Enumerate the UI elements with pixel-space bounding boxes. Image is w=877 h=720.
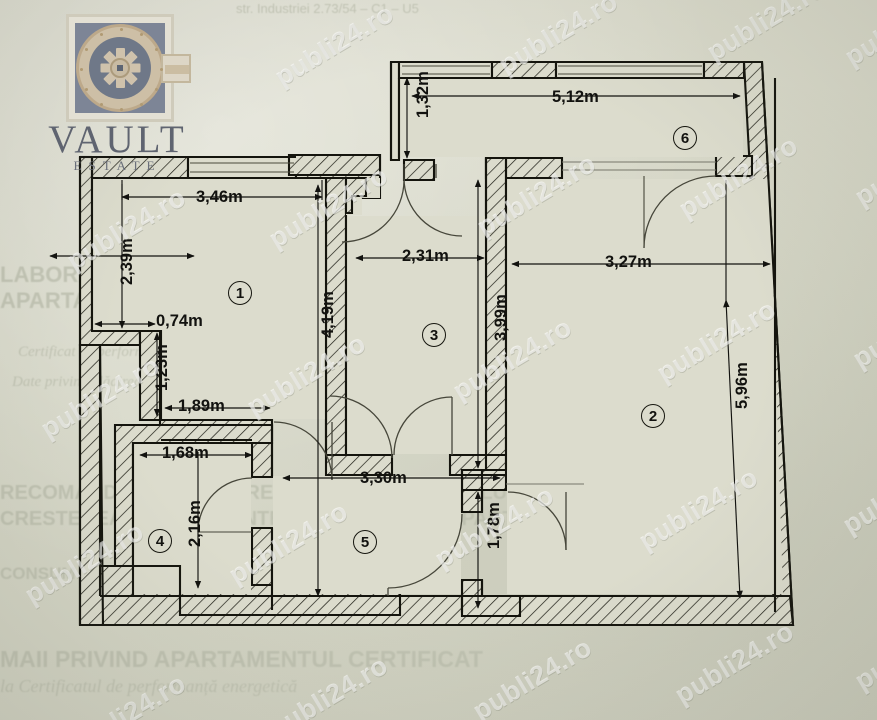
vault-rivet-icon [85, 88, 89, 91]
room-number-1: 1 [228, 281, 252, 305]
vault-rivet-icon [120, 28, 123, 31]
vault-rivet-icon [80, 68, 83, 71]
room-number-4: 4 [148, 529, 172, 553]
room-number-2: 2 [641, 404, 665, 428]
room-number-3: 3 [422, 323, 446, 347]
dimension-label: 1,89m [178, 397, 225, 415]
vault-rivet-icon [100, 102, 103, 106]
vault-rivet-icon [140, 102, 143, 106]
dimension-label: 2,39m [118, 238, 136, 285]
vault-rivet-icon [154, 48, 158, 51]
dimension-lines [49, 77, 771, 609]
dimension-label: 1,32m [414, 71, 432, 118]
dimension-label: 0,74m [156, 312, 203, 330]
vault-rivet-icon [140, 33, 143, 37]
window-openings [190, 65, 702, 173]
dimension-label: 2,31m [402, 247, 449, 265]
vault-handle-icon [161, 54, 191, 83]
vault-rivet-icon [85, 48, 89, 51]
logo-wordmark: VAULT [48, 118, 187, 161]
vault-rivet-icon [120, 108, 123, 111]
logo-tagline: ESTATE [73, 158, 162, 173]
dimension-label: 5,12m [552, 88, 599, 106]
dimension-label: 1,78m [485, 502, 503, 549]
room-number-5: 5 [353, 530, 377, 554]
dimension-label: 1,23m [153, 344, 171, 391]
vault-wheel-icon [76, 24, 164, 112]
vault-rivet-icon [154, 88, 158, 91]
dimension-label: 3,46m [196, 188, 243, 206]
dimension-label: 3,27m [605, 253, 652, 271]
dimension-label: 4,19m [319, 291, 337, 338]
dimension-label: 3,30m [360, 469, 407, 487]
room-number-6: 6 [673, 126, 697, 150]
dimension-label: 5,96m [733, 362, 751, 409]
vault-rivet-icon [160, 68, 163, 71]
dimension-label: 3,99m [492, 294, 510, 341]
vault-rivet-icon [100, 33, 103, 37]
dimension-label: 2,16m [186, 500, 204, 547]
vault-estate-logo: VAULT ESTATE [30, 8, 205, 173]
dimension-label: 1,68m [162, 444, 209, 462]
